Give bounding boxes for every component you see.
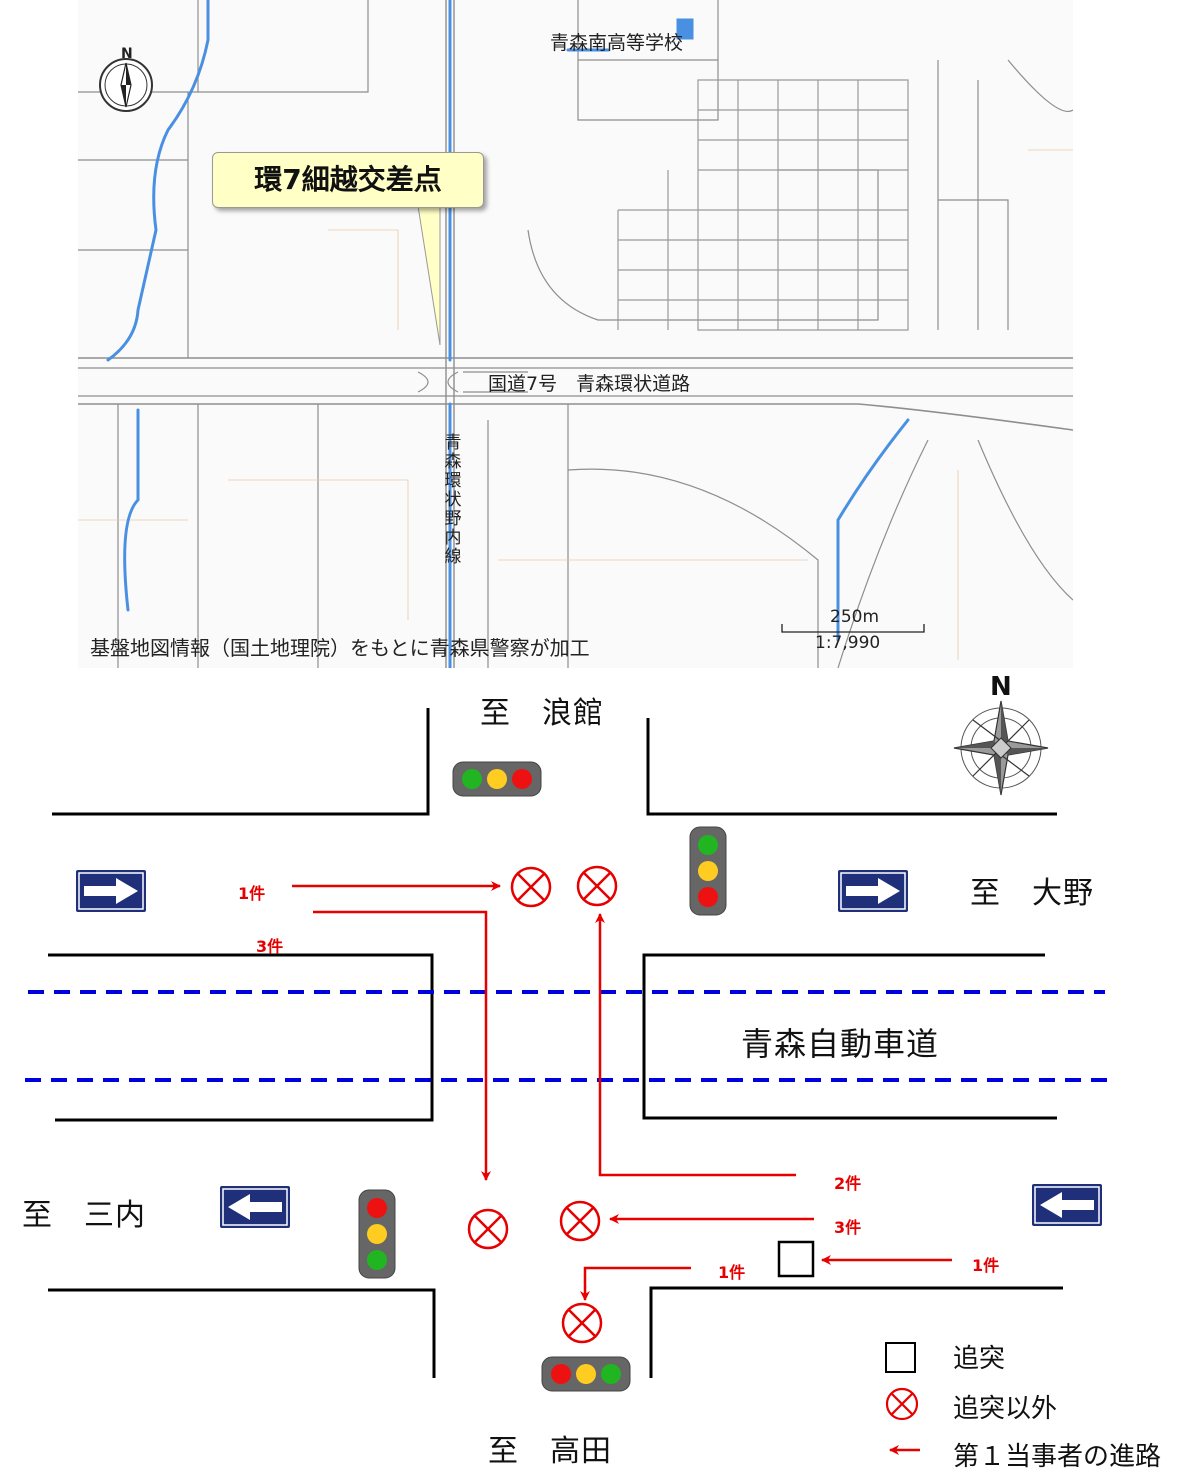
accident-count: 2件: [834, 1174, 862, 1193]
expressway-label: 青森自動車道: [741, 1025, 940, 1063]
direction-west-label: 至 三内: [22, 1198, 146, 1233]
one-way-sign-east: [838, 870, 908, 912]
main-road-label: 国道7号 青森環状道路: [488, 373, 691, 395]
intersection-callout: 環7細越交差点: [212, 152, 484, 208]
rear-end-accident-marker: [777, 1240, 815, 1278]
map-panel: [78, 0, 1073, 668]
accident-count: 1件: [238, 884, 266, 903]
one-way-sign-west: [1032, 1184, 1102, 1226]
vroad-char: 内: [444, 528, 462, 548]
school-label: 青森南高等学校: [550, 32, 684, 54]
other-accident-marker: [467, 1208, 509, 1250]
scale-ratio: 1:7,990: [815, 633, 881, 653]
expressway-lines: [25, 990, 1112, 1082]
scale-bar: [781, 624, 925, 633]
other-accident-marker: [576, 865, 618, 907]
other-accident-marker: [561, 1302, 603, 1344]
accident-count: 3件: [256, 937, 284, 956]
legend-circle-x-icon: [885, 1387, 919, 1421]
compass-letter: N: [990, 672, 1012, 702]
legend-square-icon: [885, 1342, 916, 1373]
accident-count: 1件: [972, 1256, 1000, 1275]
accident-count: 3件: [834, 1218, 862, 1237]
other-accident-marker: [559, 1200, 601, 1242]
other-accident-marker: [510, 866, 552, 908]
accident-count: 1件: [718, 1263, 746, 1282]
map-base: [78, 0, 1073, 668]
direction-east-label: 至 大野: [970, 876, 1094, 911]
map-compass: [99, 58, 153, 112]
direction-north-label: 至 浪館: [480, 696, 604, 731]
vroad-char: 線: [444, 547, 462, 567]
map-compass-letter: N: [121, 46, 133, 62]
vroad-char: 状: [444, 490, 462, 510]
legend-rear-end-label: 追突: [953, 1344, 1006, 1374]
vroad-char: 青: [444, 433, 462, 453]
traffic-signal-south: [541, 1356, 631, 1392]
vroad-char: 環: [444, 471, 462, 491]
one-way-sign-west: [220, 1186, 290, 1228]
one-way-sign-east: [76, 870, 146, 912]
source-credit: 基盤地図情報（国土地理院）をもとに青森県警察が加工: [90, 636, 590, 660]
legend-other-label: 追突以外: [953, 1394, 1058, 1424]
vroad-char: 森: [444, 452, 462, 472]
traffic-signal-north: [452, 761, 542, 797]
compass-rose: [953, 700, 1049, 796]
accident-paths: [292, 881, 952, 1301]
traffic-signal-west: [358, 1189, 396, 1279]
vroad-char: 野: [444, 509, 462, 529]
traffic-signal-east: [689, 826, 727, 916]
scale-distance: 250m: [830, 607, 880, 627]
direction-south-label: 至 高田: [488, 1434, 612, 1469]
road-edges: [48, 708, 1063, 1378]
vertical-road-label: 青 森 環 状 野 内 線: [443, 434, 463, 567]
legend-path-label: 第１当事者の進路: [953, 1442, 1162, 1472]
